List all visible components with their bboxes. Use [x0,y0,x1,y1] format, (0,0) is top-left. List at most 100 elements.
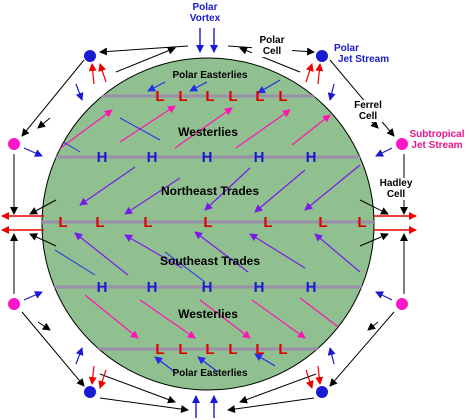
wind-arrow-southeast-trade-3 [194,231,249,273]
subtropical-jet-stream-label: Subtropical Jet Stream [406,129,468,151]
wind-streak-westerly-north-2 [119,117,161,141]
rising-air-arrow-3 [88,365,97,385]
low-pressure-symbol-subpolar-low-north-3: L [205,88,214,105]
jet-descent-arrow-1 [75,83,84,101]
low-pressure-symbol-equatorial-low-1: L [58,214,67,231]
subtropical-jet-stream-node-sw [8,298,20,310]
ferrel-cell-label-line2: Cell [358,111,378,122]
hadley-cell-label-line1: Hadley [379,178,413,189]
jet-descent-arrow-3 [75,347,84,365]
low-pressure-symbol-subpolar-low-north-6: L [278,88,287,105]
low-pressure-symbol-subpolar-low-north-4: L [228,88,237,105]
subtropical-jet-stream-node-se [396,298,408,310]
high-pressure-symbol-subtropical-high-north-2: H [147,149,158,166]
low-pressure-symbol-subpolar-low-south-5: L [255,341,264,358]
high-pressure-symbol-subtropical-high-south-3: H [202,279,213,296]
wind-arrow-northeast-trade-1 [79,166,136,206]
low-pressure-symbol-equatorial-low-4: L [203,214,212,231]
rising-air-arrow-5 [305,63,314,83]
subtropical-jet-stream-node-w [8,138,20,150]
cell-circulation-arrow-11 [99,397,189,414]
cell-circulation-arrow-3 [21,59,85,137]
high-pressure-symbol-subtropical-high-south-1: H [97,279,108,296]
high-pressure-symbol-subtropical-high-south-5: H [306,279,317,296]
wind-arrow-westerly-south-1 [84,294,139,339]
hadley-cell-label: Hadley Cell [377,178,415,200]
polar-cell-label-line1: Polar [259,35,285,46]
jet-descent-arrow-4 [327,347,336,365]
polar-jet-stream-label-line2: Jet Stream [338,54,390,65]
jet-descent-arrow-8 [375,291,393,301]
subtropical-jet-stream-label-line2: Jet Stream [411,140,463,151]
cell-circulation-arrow-14 [239,46,301,73]
wind-arrow-polar-easterly-south-1 [154,356,176,373]
low-pressure-symbol-equatorial-low-2: L [95,214,104,231]
cell-circulation-arrow-19 [37,321,51,331]
cell-circulation-arrow-4 [329,59,395,137]
polar-vortex-label: Polar Vortex [185,2,225,24]
cell-circulation-arrow-20 [367,321,379,331]
low-pressure-symbol-subpolar-low-south-2: L [178,341,187,358]
belt-label-polar-easterlies-north: Polar Easterlies [172,70,248,81]
wind-arrow-northeast-trade-5 [304,164,361,211]
low-pressure-symbol-subpolar-low-south-6: L [278,341,287,358]
polar-cell-label: Polar Cell [252,35,292,57]
wind-arrow-westerly-north-3 [174,107,233,149]
rising-air-arrow-2 [315,63,324,85]
wind-arrow-westerly-north-5 [291,114,331,146]
polar-cell-label-line2: Cell [262,46,282,57]
wind-arrow-westerly-south-3 [199,299,251,339]
wind-arrow-northeast-trade-2 [124,177,181,215]
cell-circulation-arrow-23 [29,233,57,247]
cell-circulation-arrow-17 [37,117,51,129]
cell-circulation-arrow-9 [21,311,85,387]
rising-air-arrow-7 [305,369,314,389]
low-pressure-symbol-equatorial-low-7: L [357,214,366,231]
wind-arrow-polar-easterly-south-2 [197,356,219,373]
wind-arrow-southeast-trade-4 [249,233,306,269]
rising-air-arrow-1 [88,63,97,85]
wind-arrow-southeast-trade-5 [314,233,361,273]
low-pressure-symbol-subpolar-low-north-5: L [255,88,264,105]
wind-arrow-southeast-trade-2 [124,234,183,269]
cell-circulation-arrow-21 [29,199,57,215]
wind-arrow-westerly-north-1 [57,109,113,151]
ferrel-cell-label-line1: Ferrel [354,100,382,111]
wind-arrow-westerly-south-5 [299,297,346,333]
jet-descent-arrow-5 [23,147,43,157]
wind-arrow-northeast-trade-4 [254,169,306,213]
wind-streak-southeast-trade-1 [54,249,96,276]
polar-jet-stream-node-sw [84,386,96,398]
cell-circulation-arrow-24 [359,233,389,247]
high-pressure-symbol-subtropical-high-north-4: H [254,149,265,166]
wind-arrow-northeast-trade-3 [204,167,251,211]
wind-arrow-polar-easterly-south-3 [254,353,276,367]
rising-air-arrow-6 [98,63,107,83]
low-pressure-symbol-subpolar-low-south-1: L [155,341,164,358]
belt-label-northeast-trades: Northeast Trades [160,184,260,198]
low-pressure-symbol-subpolar-low-south-4: L [228,341,237,358]
low-pressure-symbol-subpolar-low-north-1: L [155,88,164,105]
wind-arrow-westerly-north-2 [119,105,176,143]
polar-jet-stream-node-ne [316,50,328,62]
low-pressure-symbol-equatorial-low-5: L [263,214,272,231]
polar-jet-stream-label-line1: Polar [334,43,360,54]
high-pressure-symbol-subtropical-high-north-1: H [97,149,108,166]
cell-circulation-arrow-1 [99,45,189,56]
cell-circulation-arrow-16 [239,373,317,404]
low-pressure-symbol-equatorial-low-3: L [143,214,152,231]
polar-jet-stream-node-se [316,386,328,398]
wind-arrow-polar-easterly-north-2 [189,81,208,92]
subtropical-jet-stream-label-line1: Subtropical [409,129,465,140]
subtropical-jet-stream-node-e [396,138,408,150]
low-pressure-symbol-subpolar-low-south-3: L [205,341,214,358]
cell-circulation-arrow-13 [115,46,176,73]
belt-label-southeast-trades: Southeast Trades [159,254,261,268]
wind-arrow-polar-easterly-north-1 [147,81,166,92]
wind-arrow-westerly-south-4 [251,299,306,339]
cell-circulation-arrow-12 [227,397,315,413]
high-pressure-symbol-subtropical-high-north-5: H [306,149,317,166]
high-pressure-symbol-subtropical-high-south-2: H [147,279,158,296]
ferrel-cell-label: Ferrel Cell [348,100,388,122]
